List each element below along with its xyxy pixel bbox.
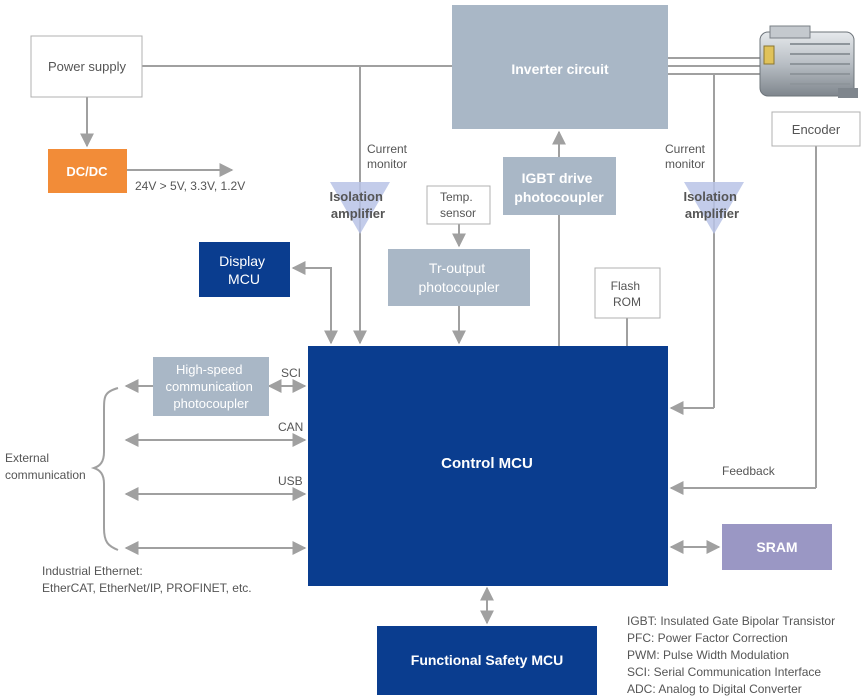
isolation-amplifier-left: Isolation amplifier: [329, 182, 390, 234]
display-mcu-block: Display MCU: [199, 242, 290, 297]
external-communication-label: External communication: [5, 451, 86, 482]
sram-block: SRAM: [722, 524, 832, 570]
usb-label: USB: [278, 474, 303, 488]
isolation-amplifier-right-label: Isolation amplifier: [683, 189, 740, 221]
flash-rom-label: Flash ROM: [611, 279, 644, 309]
current-monitor-right-label: Current monitor: [665, 142, 708, 171]
legend-item: PFC: Power Factor Correction: [627, 631, 788, 645]
igbt-drive-block: IGBT drive photocoupler: [503, 157, 616, 215]
tr-output-block: Tr-output photocoupler: [388, 249, 530, 306]
inverter-block: Inverter circuit: [452, 5, 668, 129]
isolation-amplifier-left-label: Isolation amplifier: [329, 189, 386, 221]
motor-image: [759, 25, 858, 98]
inverter-label: Inverter circuit: [511, 61, 609, 77]
dcdc-label: DC/DC: [66, 164, 108, 179]
abbreviation-legend: IGBT: Insulated Gate Bipolar Transistor …: [627, 614, 835, 696]
encoder-block: Encoder: [771, 111, 861, 147]
temp-sensor-block: Temp. sensor: [426, 185, 491, 225]
display-mcu-label: Display MCU: [219, 253, 269, 287]
isolation-amplifier-right: Isolation amplifier: [683, 182, 744, 234]
connection-lines: [80, 57, 817, 625]
control-mcu-block: Control MCU: [308, 346, 668, 586]
legend-item: ADC: Analog to Digital Converter: [627, 682, 802, 696]
industrial-ethernet-label: Industrial Ethernet: EtherCAT, EtherNet/…: [42, 564, 252, 595]
feedback-label: Feedback: [722, 464, 776, 478]
dcdc-outputs-label: 24V > 5V, 3.3V, 1.2V: [135, 179, 245, 193]
legend-item: IGBT: Insulated Gate Bipolar Transistor: [627, 614, 835, 628]
sram-label: SRAM: [756, 539, 797, 555]
power-supply-block: Power supply: [30, 35, 143, 98]
hs-comm-block: High-speed communication photocoupler: [153, 357, 269, 416]
igbt-drive-label: IGBT drive photocoupler: [514, 170, 604, 205]
dcdc-block: DC/DC: [48, 149, 127, 193]
encoder-label: Encoder: [792, 122, 841, 137]
current-monitor-left-label: Current monitor: [367, 142, 410, 171]
can-label: CAN: [278, 420, 303, 434]
functional-safety-label: Functional Safety MCU: [411, 652, 563, 668]
control-mcu-label: Control MCU: [441, 455, 533, 472]
functional-safety-block: Functional Safety MCU: [377, 626, 597, 695]
power-supply-label: Power supply: [48, 59, 127, 74]
temp-sensor-label: Temp. sensor: [440, 190, 476, 220]
legend-item: PWM: Pulse Width Modulation: [627, 648, 789, 662]
hs-comm-label: High-speed communication photocoupler: [165, 362, 256, 411]
sci-label: SCI: [281, 366, 301, 380]
tr-output-label: Tr-output photocoupler: [419, 260, 500, 295]
flash-rom-block: Flash ROM: [594, 267, 661, 319]
legend-item: SCI: Serial Communication Interface: [627, 665, 821, 679]
